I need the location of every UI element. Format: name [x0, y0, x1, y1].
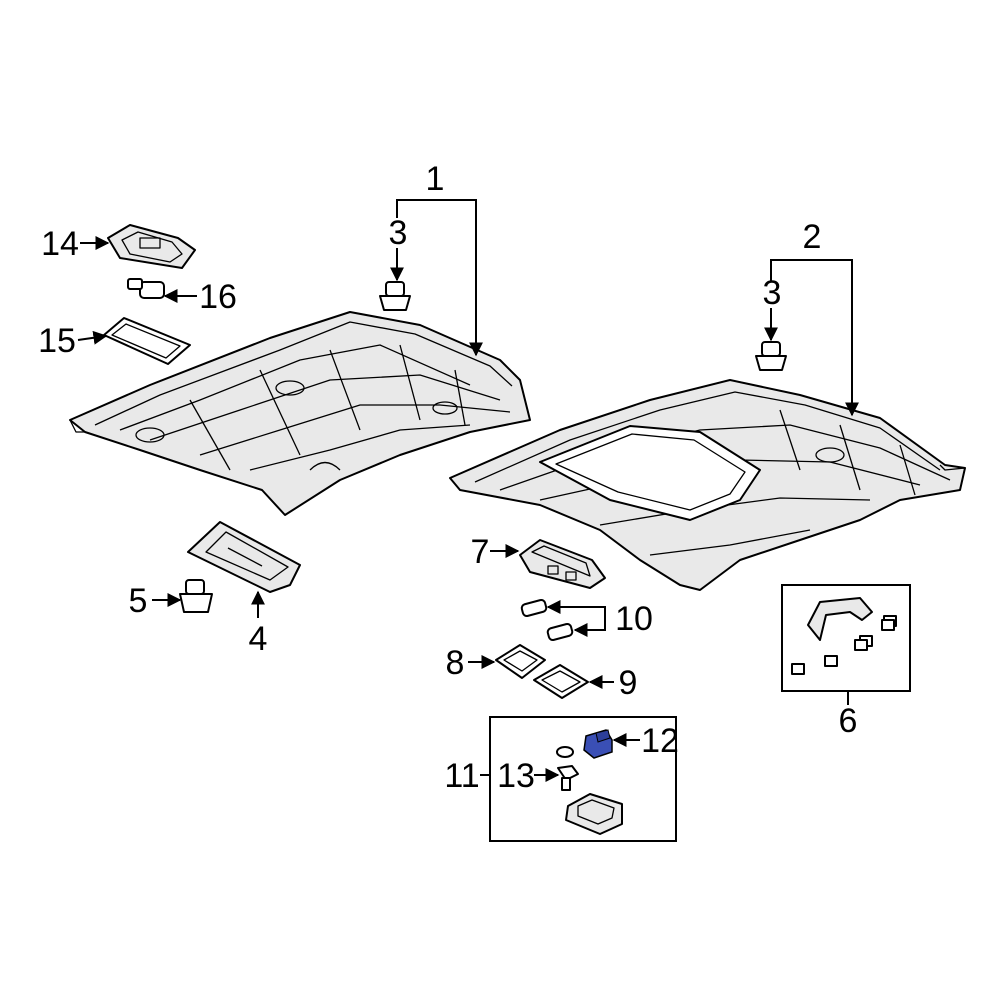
- callout-1: 1: [426, 160, 445, 198]
- leader-lines: [77, 199, 859, 782]
- handle-cap[interactable]: [791, 615, 897, 675]
- bulb-10-b[interactable]: [546, 622, 574, 642]
- lens-9[interactable]: [533, 664, 589, 699]
- callout-11: 11: [444, 757, 479, 795]
- bolt-3-right[interactable]: [755, 341, 787, 371]
- callout-7: 7: [471, 533, 490, 571]
- callout-15: 15: [38, 322, 76, 360]
- headliner-panel-2[interactable]: [449, 379, 966, 591]
- clip-12-highlighted[interactable]: [583, 729, 613, 759]
- callout-3-left: 3: [389, 214, 408, 252]
- callout-2: 2: [803, 218, 822, 256]
- callout-10: 10: [615, 600, 653, 638]
- lens-8[interactable]: [495, 644, 546, 679]
- bulb-10-a[interactable]: [520, 598, 548, 618]
- lens-15[interactable]: [103, 317, 191, 365]
- bulb-16[interactable]: [127, 278, 165, 299]
- callout-14: 14: [41, 225, 79, 263]
- callout-3-right: 3: [763, 274, 782, 312]
- lamp-housing-11[interactable]: [565, 793, 623, 835]
- callout-4: 4: [249, 620, 268, 658]
- bolt-3-left[interactable]: [379, 281, 411, 311]
- callout-13: 13: [497, 757, 535, 795]
- callout-12: 12: [641, 722, 679, 760]
- o-ring[interactable]: [556, 746, 574, 758]
- callout-5: 5: [129, 582, 148, 620]
- headliner-panel-1[interactable]: [69, 311, 531, 516]
- dome-lamp-7[interactable]: [519, 539, 606, 589]
- map-lamp-14[interactable]: [107, 224, 196, 269]
- clip-5[interactable]: [179, 579, 213, 613]
- callout-9: 9: [619, 664, 638, 702]
- screw-13[interactable]: [557, 765, 579, 791]
- callout-16: 16: [199, 278, 237, 316]
- callout-6: 6: [839, 702, 858, 740]
- bracket-4[interactable]: [187, 521, 301, 593]
- callout-8: 8: [446, 644, 465, 682]
- grab-handle-6[interactable]: [807, 597, 873, 641]
